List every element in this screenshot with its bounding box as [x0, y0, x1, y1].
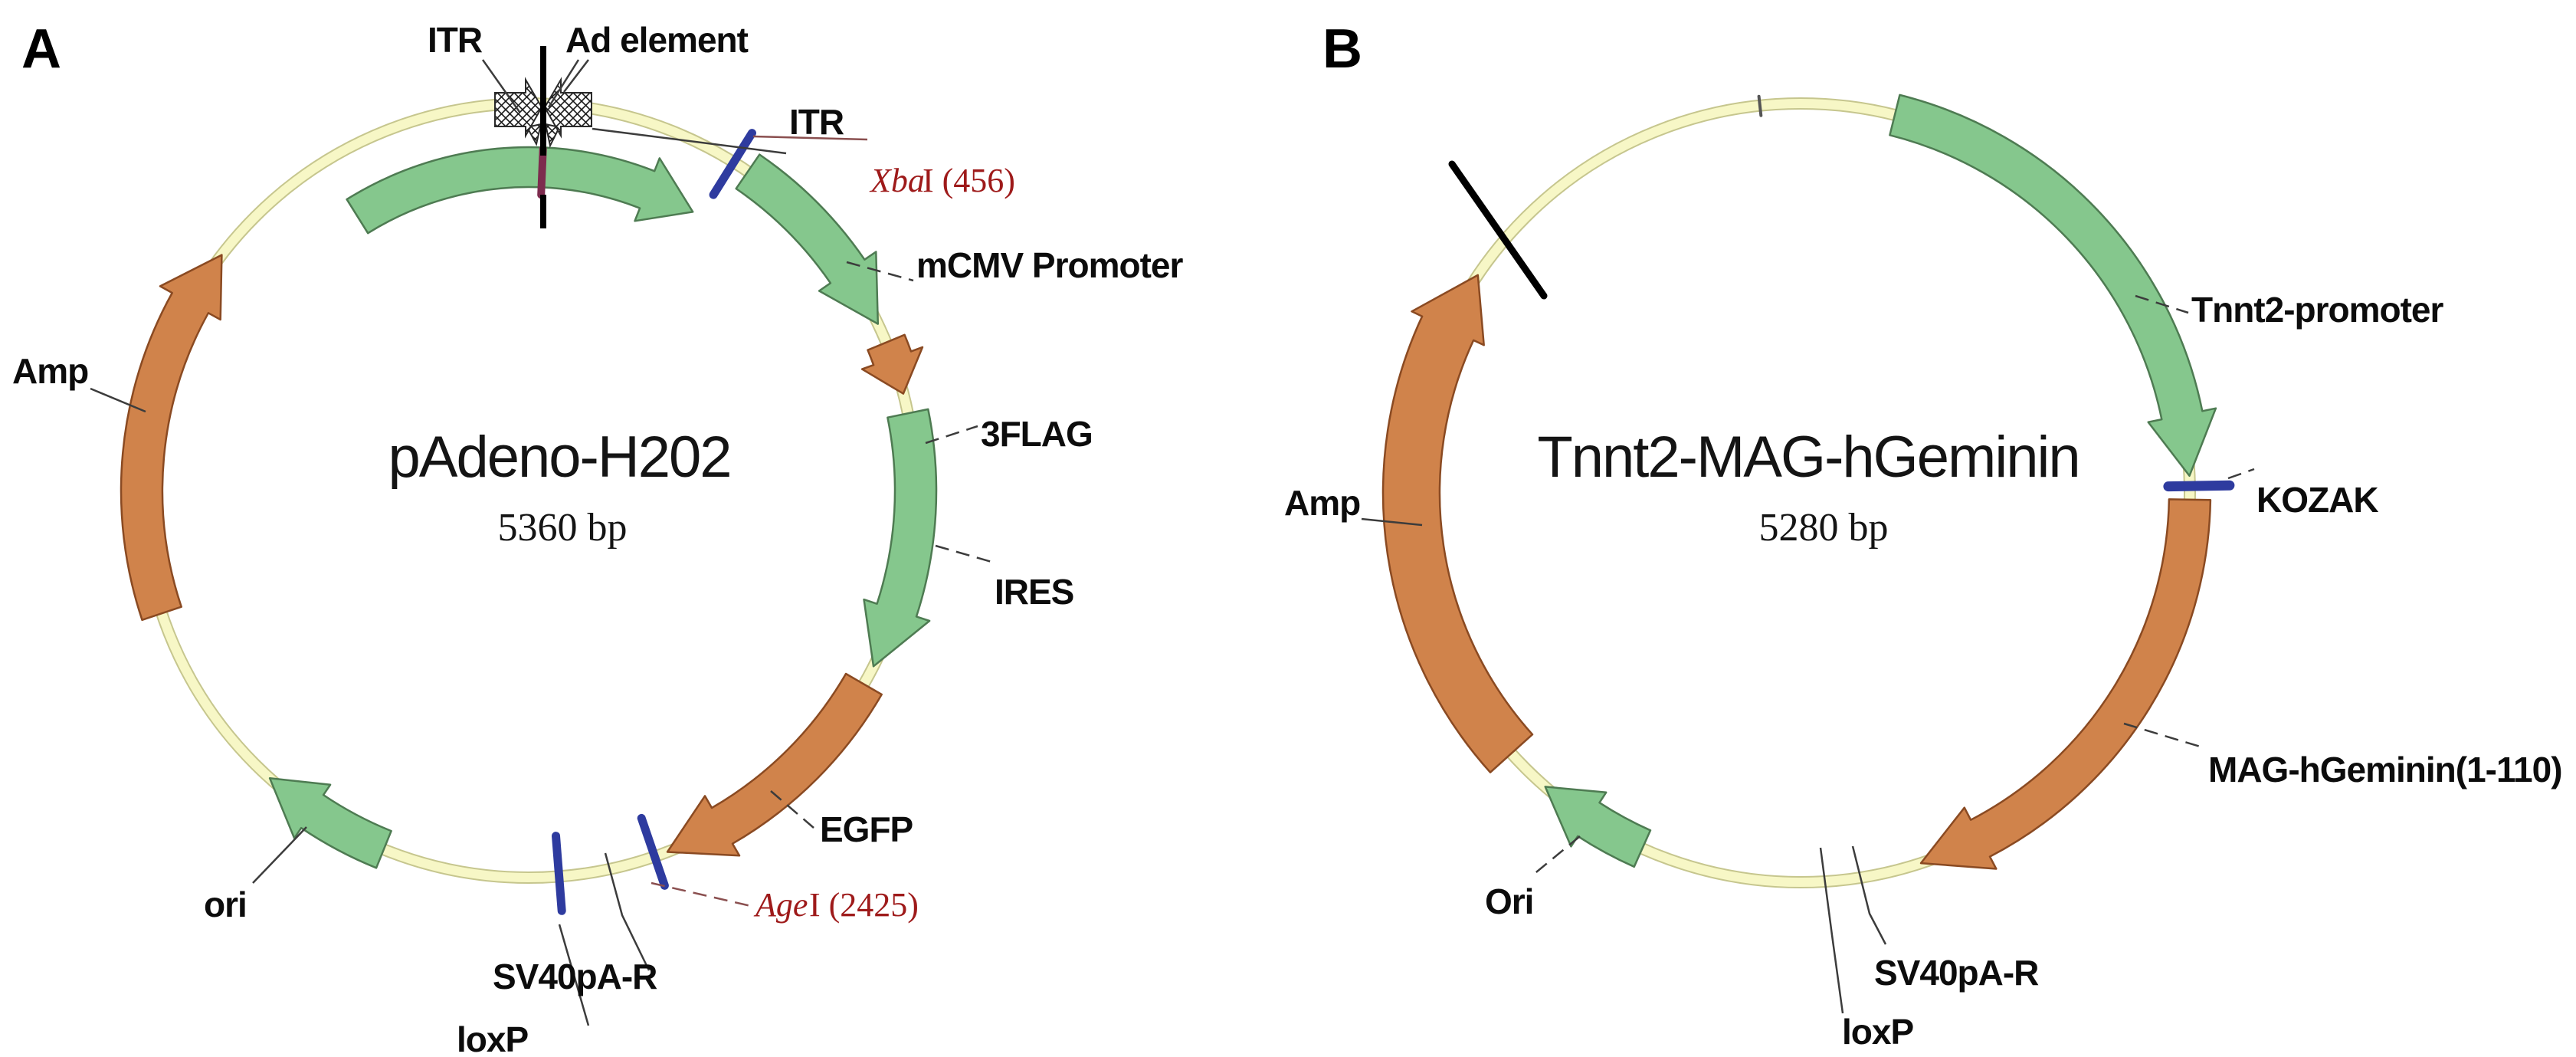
b-kozak-site-tick [2163, 480, 2235, 492]
label-xbai-site-name: Xba [869, 162, 925, 199]
leader-kozak [2227, 468, 2255, 480]
a-egfp-arrow [666, 672, 883, 857]
b-mag-hgeminin-arrow [1919, 498, 2212, 870]
leader-ori-b [1532, 835, 1581, 876]
itr-right-spike [544, 123, 561, 148]
leader-ires [935, 544, 992, 563]
label-itr-left: ITR [428, 20, 483, 60]
label-amp-b: Amp [1284, 483, 1360, 523]
label-egfp: EGFP [820, 809, 913, 849]
label-agei-site-name: Age [753, 886, 808, 924]
b-tnnt2-promoter-arrow [1889, 94, 2217, 478]
label-3flag: 3FLAG [981, 414, 1093, 454]
label-agei-site-position: I (2425) [809, 886, 919, 924]
label-tnnt2-promoter: Tnnt2-promoter [2191, 290, 2444, 330]
label-sv40pa-r-a: SV40pA-R [493, 957, 657, 996]
itr-left-spike [526, 123, 542, 146]
label-ad-element: Ad element [565, 20, 749, 60]
panel-b-letter: B [1322, 18, 1362, 80]
panel-b-plasmid-map: B Tnnt2-promoter KOZAK MAG-hGeminin(1-11… [1284, 18, 2563, 1052]
leader-itr-left [481, 59, 521, 113]
leader-agei [651, 881, 752, 908]
label-itr-right: ITR [789, 102, 844, 142]
leader-3flag [925, 425, 978, 445]
a-agei-site-tick [637, 813, 669, 890]
label-xbai-site-position: I (456) [923, 162, 1015, 199]
a-ori-arrow [268, 777, 392, 869]
label-ori-b: Ori [1485, 881, 1533, 921]
linearization-slash-mark [1448, 160, 1548, 300]
leader-itr-right [592, 127, 787, 155]
label-kozak: KOZAK [2256, 480, 2378, 520]
plasmid-b-size: 5280 bp [1759, 506, 1889, 550]
leader-tnnt2-promoter [2135, 294, 2189, 314]
a-ad-crossing-tick [537, 145, 547, 199]
label-amp-a: Amp [12, 351, 88, 391]
label-loxp-b: loxP [1842, 1012, 1913, 1052]
leader-mcmv-promoter [846, 261, 914, 282]
leader-ad-element-2 [563, 59, 589, 93]
leader-amp-a [90, 387, 146, 413]
panel-a-letter: A [21, 18, 61, 80]
leader-loxp-a [558, 924, 590, 1026]
a-3flag-arrow [860, 333, 924, 395]
leader-egfp [770, 790, 814, 829]
leader-mag-hgeminin [2123, 722, 2206, 750]
label-loxp-a: loxP [457, 1019, 528, 1057]
plasmid-b-title: Tnnt2-MAG-hGeminin [1537, 425, 2079, 490]
leader-xbai [752, 135, 868, 141]
a-ires-arrow [863, 408, 938, 668]
label-ori-a: ori [204, 885, 247, 924]
plasmid-a-size: 5360 bp [498, 506, 628, 550]
a-amp-arrow [120, 254, 223, 622]
plasmid-a-title: pAdeno-H202 [388, 425, 730, 490]
a-xbai-site-tick [709, 129, 756, 199]
leader-loxp-b [1819, 847, 1844, 1014]
label-mag-hgeminin: MAG-hGeminin(1-110) [2208, 750, 2562, 789]
label-sv40pa-r-b: SV40pA-R [1874, 953, 2039, 993]
leader-sv40pa-r-a [604, 852, 651, 971]
leader-ad-element-1 [547, 59, 580, 108]
b-ori-arrow [1544, 786, 1652, 868]
panel-b-features [1381, 94, 2235, 870]
leader-ori-a [252, 826, 307, 884]
leader-amp-b [1361, 517, 1423, 527]
label-ires: IRES [995, 572, 1073, 612]
a-loxp-site-tick [552, 832, 566, 915]
panel-a-plasmid-map: A ITR Ad element ITR Xba I (456) mCMV Pr… [12, 18, 1184, 1057]
a-inner-cassette-arrow [346, 146, 694, 235]
label-mcmv-promoter: mCMV Promoter [916, 245, 1183, 285]
leader-sv40pa-r-b [1851, 845, 1887, 945]
b-amp-arrow [1381, 274, 1534, 773]
a-mcmv-promoter-arrow [735, 153, 880, 325]
panel-a-features [120, 129, 938, 915]
b-origin-mark-tick [1757, 94, 1763, 117]
